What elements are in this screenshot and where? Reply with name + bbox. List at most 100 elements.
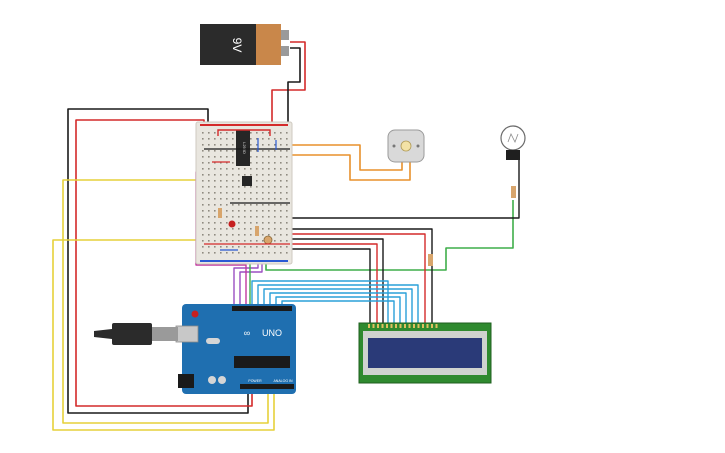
resistor-breadboard-2[interactable] [255,226,259,236]
breadboard-hole [268,210,270,212]
breadboard-hole [280,180,282,182]
breadboard-hole [202,234,204,236]
breadboard-hole [232,240,234,242]
breadboard-hole [208,210,210,212]
breadboard-hole [286,252,288,254]
lcd-pin [408,324,411,328]
arduino-uno[interactable]: ∞ UNO POWER ANALOG IN [175,304,296,394]
breadboard-hole [286,240,288,242]
potentiometer[interactable] [263,235,273,245]
wire-lcd-black[interactable] [290,228,433,325]
breadboard-hole [232,234,234,236]
wire-yellow-inner[interactable] [52,239,275,431]
breadboard-hole [214,222,216,224]
breadboard-hole [274,174,276,176]
breadboard-hole [256,246,258,248]
breadboard-hole [232,210,234,212]
wire-blue-2[interactable] [263,288,413,325]
wire-green-lamp[interactable] [265,200,514,271]
breadboard-hole [214,132,216,134]
arduino-reset-button[interactable] [191,310,199,318]
wire-blue-4[interactable] [275,296,401,325]
usb-cable[interactable] [94,323,178,345]
resistor-breadboard-1[interactable] [218,208,222,218]
resistor-bulb[interactable] [511,186,516,198]
breadboard-hole [202,204,204,206]
breadboard-hole [214,150,216,152]
motor-driver-ic[interactable]: L293D [236,130,250,166]
dc-motor[interactable] [387,129,425,163]
breadboard-hole [250,252,252,254]
breadboard-hole [274,204,276,206]
breadboard-hole [280,222,282,224]
battery-body-copper [256,24,281,65]
breadboard-hole [220,186,222,188]
breadboard-hole [256,222,258,224]
wire-blue-1[interactable] [257,284,419,325]
light-bulb[interactable] [500,125,526,160]
breadboard-hole [208,168,210,170]
breadboard-hole [274,144,276,146]
battery-9v[interactable]: 9V [200,24,289,65]
breadboard-hole [256,210,258,212]
breadboard-hole [274,210,276,212]
breadboard-hole [244,246,246,248]
lcd-pin [381,324,384,328]
resistor-lcd[interactable] [428,254,433,266]
breadboard-hole [232,168,234,170]
wire-yellow-outer[interactable] [62,179,269,424]
breadboard-hole [202,156,204,158]
jumper-red-top[interactable] [217,129,271,136]
wire-battery-black[interactable] [287,47,301,130]
wire-lcd-black-3[interactable] [290,248,371,325]
breadboard-hole [280,210,282,212]
wire-black-left-loop[interactable] [67,108,249,414]
breadboard-hole [202,240,204,242]
breadboard-hole [220,162,222,164]
ic-label: L293D [242,142,247,154]
wire-lcd-red[interactable] [290,233,426,325]
motor-screw-left [392,144,396,148]
breadboard-hole [256,144,258,146]
breadboard-hole [262,210,264,212]
breadboard-hole [280,132,282,134]
breadboard-hole [244,228,246,230]
motor-screw-right [416,144,420,148]
breadboard-hole [220,222,222,224]
wire-orange-motor-1[interactable] [256,144,403,171]
breadboard-hole [208,174,210,176]
breadboard-hole [244,174,246,176]
breadboard-hole [262,228,264,230]
wire-lcd-black-2[interactable] [290,238,384,325]
breadboard-hole [286,192,288,194]
breadboard-hole [214,246,216,248]
lcd-display[interactable] [358,322,492,384]
breadboard-hole [220,234,222,236]
breadboard-hole [274,132,276,134]
wire-lcd-red-2[interactable] [290,243,378,325]
breadboard-hole [262,222,264,224]
breadboard-hole [220,138,222,140]
breadboard-hole [262,144,264,146]
breadboard-hole [256,216,258,218]
wire-battery-red[interactable] [271,41,306,130]
breadboard-hole [274,168,276,170]
lcd-pin [399,324,402,328]
breadboard-hole [220,240,222,242]
led-red[interactable] [228,220,236,228]
wire-orange-motor-2[interactable] [256,154,411,181]
breadboard-hole [280,228,282,230]
breadboard-hole [238,186,240,188]
breadboard-hole [274,180,276,182]
lcd-pin [435,324,438,328]
wire-blue-3[interactable] [269,292,407,325]
breadboard-hole [268,168,270,170]
breadboard-hole [262,162,264,164]
breadboard-hole [268,186,270,188]
transistor-chip[interactable] [242,176,252,186]
wire-blue-6[interactable] [251,280,389,325]
breadboard-hole [262,198,264,200]
breadboard[interactable] [195,121,293,265]
breadboard-hole [274,162,276,164]
wire-black-lamp[interactable] [290,160,520,219]
